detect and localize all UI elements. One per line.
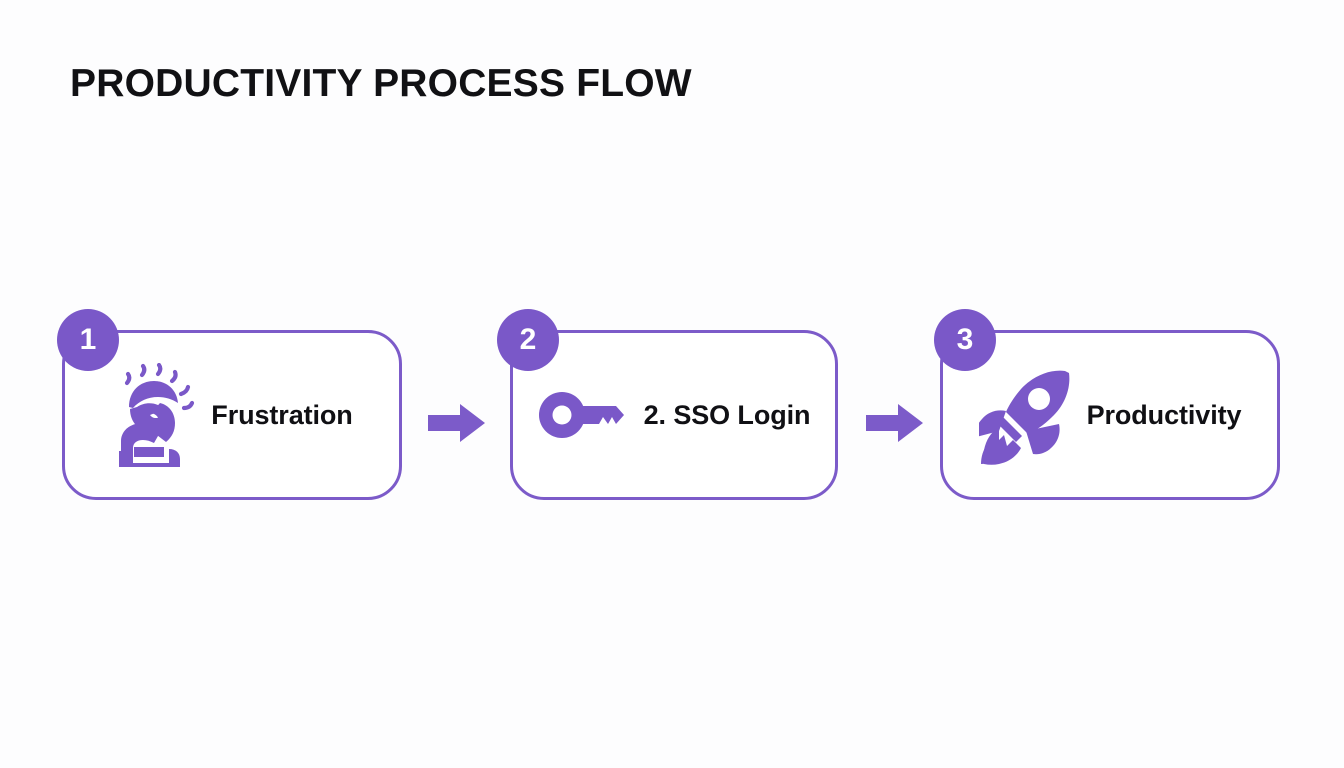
flow-step-card-3[interactable]: Productivity <box>940 330 1280 500</box>
process-flow-row: Frustration 1 2. SSO Login 2 <box>0 305 1344 515</box>
flow-step-label-3: Productivity <box>1086 399 1242 430</box>
card-content-3: Productivity <box>943 365 1277 465</box>
rocket-icon <box>978 370 1069 465</box>
flow-step-badge-3: 3 <box>934 309 996 371</box>
flow-step-badge-2: 2 <box>497 309 559 371</box>
card-content-1: Frustration <box>65 363 399 467</box>
page-title: PRODUCTIVITY PROCESS FLOW <box>70 62 692 105</box>
arrow-right-icon <box>866 404 923 442</box>
card-content-2: 2. SSO Login <box>513 389 835 441</box>
flow-step-card-2[interactable]: 2. SSO Login <box>510 330 838 500</box>
flow-step-label-2: 2. SSO Login <box>643 399 811 430</box>
flow-step-badge-1: 1 <box>57 309 119 371</box>
key-icon <box>538 392 624 438</box>
arrow-right-icon <box>428 404 485 442</box>
frustrated-person-icon <box>119 363 195 467</box>
flow-step-card-1[interactable]: Frustration <box>62 330 402 500</box>
flow-step-label-1: Frustration <box>211 399 353 430</box>
